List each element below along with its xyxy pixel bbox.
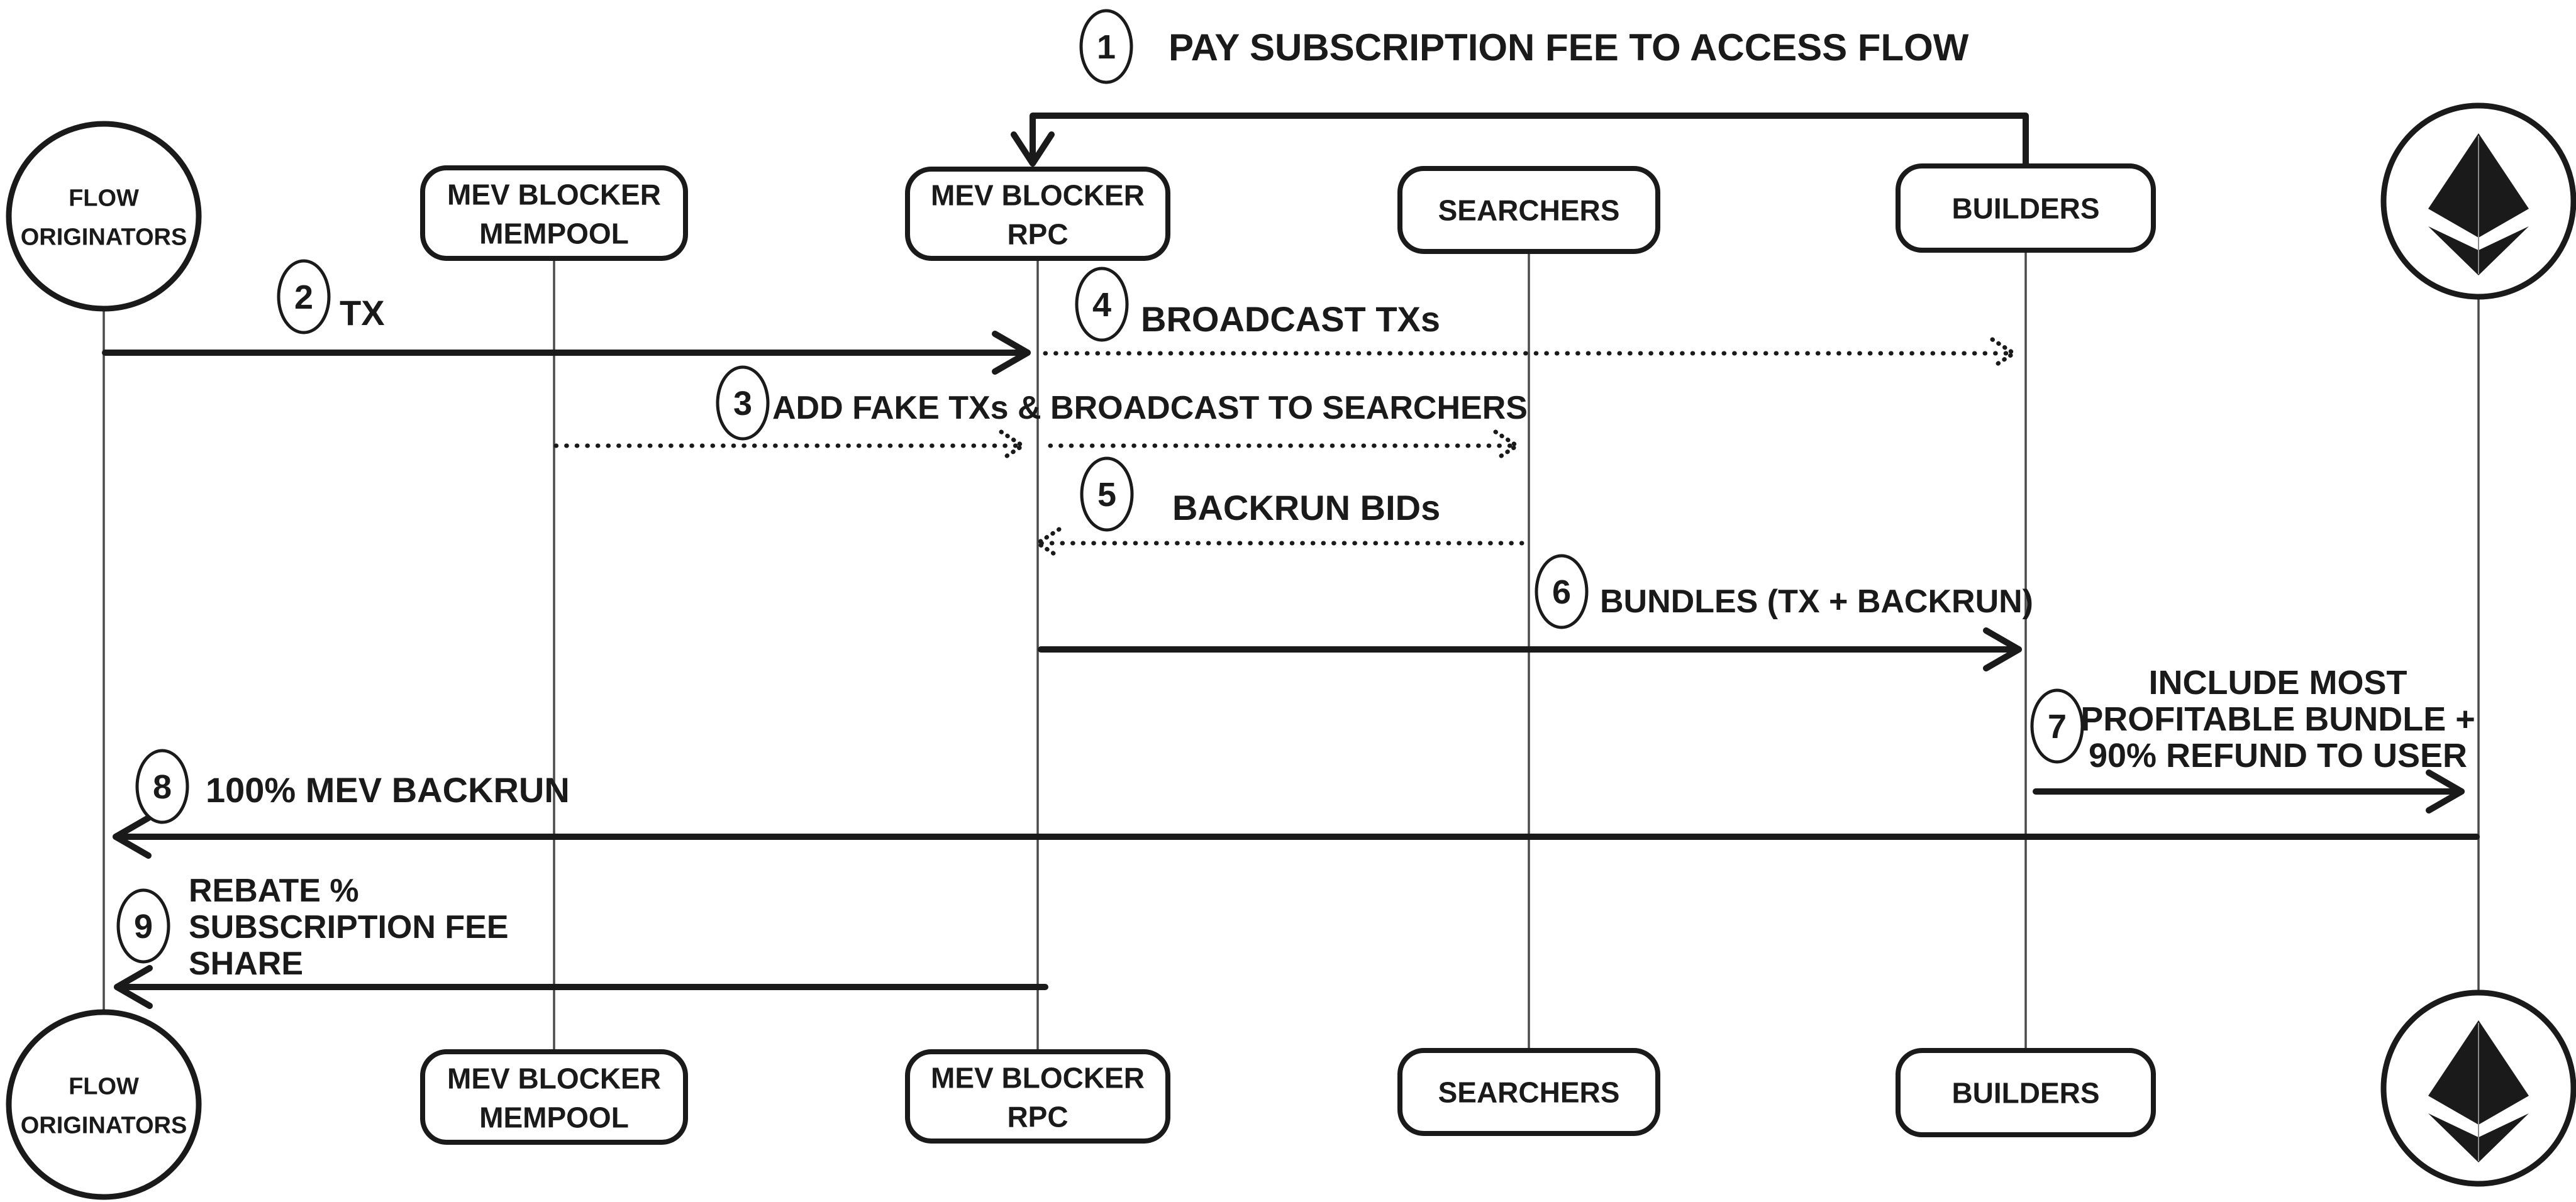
actor-mev-blocker-mempool-top-label: MEMPOOL xyxy=(479,218,629,250)
message-8-number: 8 xyxy=(153,768,172,806)
message-2-arrowhead xyxy=(992,331,1031,375)
message-4-number: 4 xyxy=(1092,286,1111,324)
actor-mev-blocker-rpc-top-label: RPC xyxy=(1007,218,1068,251)
actor-mev-blocker-mempool-top-label: MEV BLOCKER xyxy=(447,179,661,211)
message-1-label-line-1: PAY SUBSCRIPTION FEE TO ACCESS FLOW xyxy=(1169,26,1969,69)
message-7-label-line-1: INCLUDE MOST xyxy=(2149,664,2407,702)
actor-mev-blocker-rpc-top-label: MEV BLOCKER xyxy=(931,179,1145,212)
actor-flow-originators-top-label: FLOW xyxy=(69,185,139,212)
message-3-label-line-1: ADD FAKE TXs & BROADCAST TO SEARCHERS xyxy=(772,390,1528,426)
actor-mev-blocker-mempool-bottom-label: MEV BLOCKER xyxy=(447,1062,661,1095)
actor-searchers-bottom xyxy=(1397,1048,1660,1136)
actor-mev-blocker-mempool-bottom-label: MEMPOOL xyxy=(479,1101,629,1134)
message-4-number-circle xyxy=(1075,267,1129,342)
message-6-number-circle xyxy=(1535,554,1589,629)
actor-flow-originators-bottom-label: ORIGINATORS xyxy=(21,1113,187,1139)
message-9-number-circle xyxy=(116,888,170,964)
message-6-label-line-1: BUNDLES (TX + BACKRUN) xyxy=(1600,583,2033,620)
message-7-arrowhead xyxy=(2426,769,2465,813)
message-4-label-line-1: BROADCAST TXs xyxy=(1141,299,1440,339)
message-8-arrowhead xyxy=(113,815,152,859)
message-9-label-line-1: REBATE % xyxy=(189,873,359,909)
message-4-arrowhead xyxy=(1990,337,2016,370)
message-1-number-circle xyxy=(1079,9,1133,84)
actor-flow-originators-top-label: ORIGINATORS xyxy=(21,224,187,251)
message-8-number-circle xyxy=(135,749,189,824)
actor-mev-blocker-rpc-top xyxy=(905,167,1170,261)
message-7-number-circle xyxy=(2030,688,2084,764)
message-9-label-line-2: SUBSCRIPTION FEE xyxy=(189,909,509,946)
message-3-number-circle xyxy=(716,365,770,441)
message-7-number: 7 xyxy=(2048,708,2067,746)
actor-builders-bottom-label: BUILDERS xyxy=(1951,1077,2099,1110)
actor-searchers-top xyxy=(1397,166,1660,254)
actor-flow-originators-top xyxy=(6,121,202,312)
message-2-label-line-1: TX xyxy=(340,293,385,333)
actor-builders-top-label: BUILDERS xyxy=(1951,192,2099,225)
message-6-arrowhead xyxy=(1983,627,2022,671)
actor-mev-blocker-rpc-bottom-label: RPC xyxy=(1007,1101,1068,1133)
message-5-arrowhead xyxy=(1035,527,1062,560)
message-3-number: 3 xyxy=(733,385,752,422)
actor-builders-top xyxy=(1896,163,2156,253)
message-7-label-line-2: PROFITABLE BUNDLE + xyxy=(2080,700,2475,738)
message-2-number-circle xyxy=(277,259,331,334)
message-9-label-line-3: SHARE xyxy=(189,946,303,982)
message-9-arrowhead xyxy=(114,965,153,1009)
message-9-number: 9 xyxy=(134,908,153,946)
actor-builders-bottom xyxy=(1896,1048,2156,1137)
actor-mev-blocker-mempool-top xyxy=(420,165,688,261)
actor-mev-blocker-rpc-bottom xyxy=(905,1049,1170,1144)
actor-flow-originators-bottom-label: FLOW xyxy=(69,1074,139,1100)
message-5-number: 5 xyxy=(1097,476,1116,514)
message-1-arrow xyxy=(1030,113,2029,172)
message-2-number: 2 xyxy=(294,278,313,316)
message-5-number-circle xyxy=(1080,456,1134,532)
message-1-number: 1 xyxy=(1097,28,1116,66)
message-1-arrowhead xyxy=(1011,131,1055,167)
actor-searchers-bottom-label: SEARCHERS xyxy=(1438,1076,1620,1109)
message-8-label-line-1: 100% MEV BACKRUN xyxy=(206,770,570,810)
message-3-arrowhead xyxy=(1493,429,1519,462)
message-7-label-line-3: 90% REFUND TO USER xyxy=(2089,737,2467,775)
actor-mev-blocker-mempool-bottom xyxy=(420,1049,688,1145)
message-5-label-line-1: BACKRUN BIDs xyxy=(1172,488,1440,527)
actor-mev-blocker-rpc-bottom-label: MEV BLOCKER xyxy=(931,1062,1145,1094)
actor-searchers-top-label: SEARCHERS xyxy=(1438,194,1620,227)
message-6-number: 6 xyxy=(1552,573,1571,611)
actor-flow-originators-bottom xyxy=(6,1009,202,1200)
message-3-arrowhead xyxy=(999,429,1025,462)
